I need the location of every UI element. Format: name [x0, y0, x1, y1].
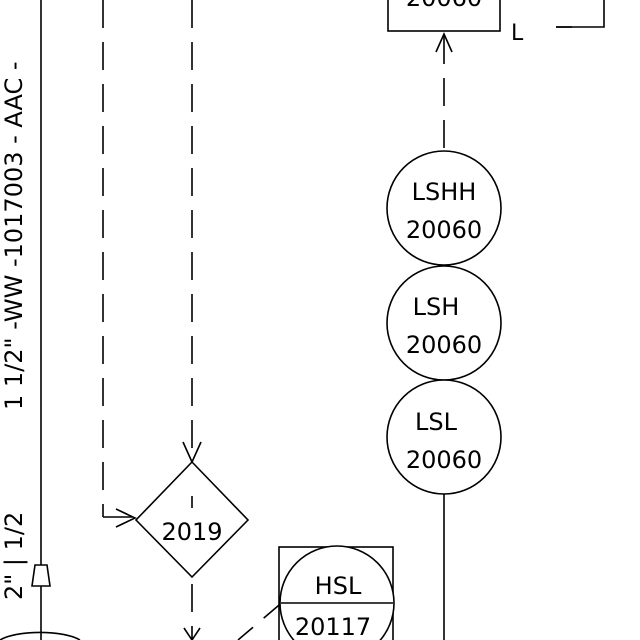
equipment-arc: [0, 631, 81, 640]
instrument-lshh: LSHH 20060: [386, 150, 502, 266]
instrument-lsl-loop: 20060: [406, 446, 482, 474]
instrument-lsh: LSH 20060: [386, 265, 502, 381]
instrument-lsl-function: LSL: [415, 408, 458, 436]
hsl-loop: 20117: [295, 613, 371, 640]
instrument-lsh-function: LSH: [413, 293, 460, 321]
hsl-signal-line: [237, 599, 286, 640]
hsl-bubble: [279, 545, 395, 640]
instrument-lshh-function: LSHH: [412, 178, 477, 206]
line-designation-fragment: 2" | 1/2: [0, 512, 28, 600]
arrowhead-up: [435, 32, 453, 53]
instrument-lsh-loop: 20060: [406, 331, 482, 359]
top-right-line: [556, 0, 605, 28]
logic-number: 2019: [161, 518, 222, 546]
arrowhead-down-bottom: [183, 627, 201, 640]
reducer-symbol: [31, 564, 51, 587]
top-box-fragment: 20060: [406, 0, 482, 12]
line-designation-label: 1 1/2" -WW -1017003 - AAC -: [0, 61, 28, 410]
top-right-mark: L: [511, 21, 524, 46]
hsl-function: HSL: [315, 572, 362, 600]
instrument-lshh-loop: 20060: [406, 216, 482, 244]
logic-diamond: [134, 460, 250, 579]
arrowhead-right: [115, 508, 137, 528]
instrument-lsl: LSL 20060: [386, 379, 502, 495]
top-box: [387, 0, 501, 32]
